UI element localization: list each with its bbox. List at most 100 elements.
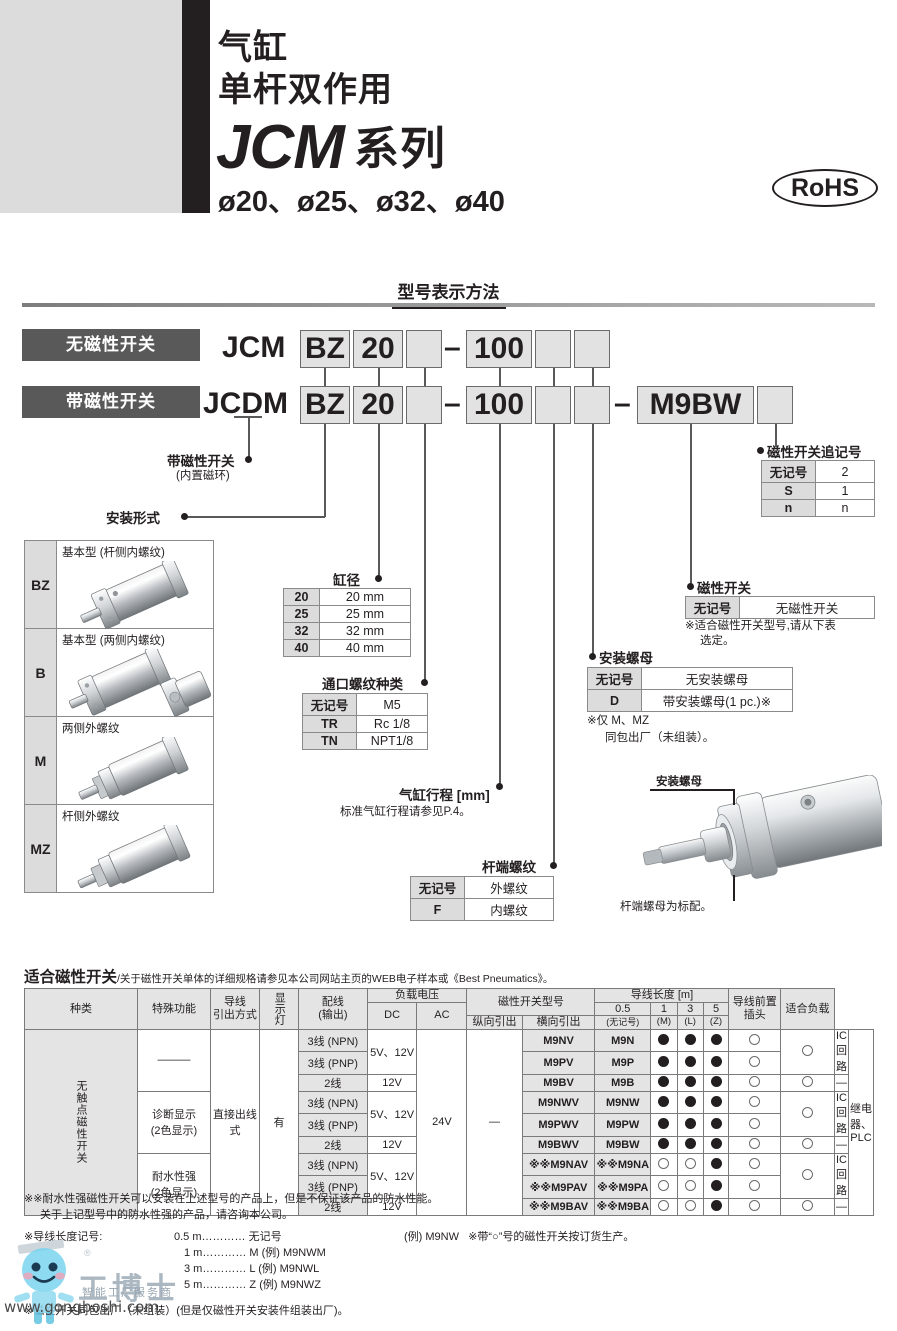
len-dots-1: ………… — [202, 1246, 247, 1259]
th-model: 磁性开关型号 — [466, 987, 596, 1017]
code-thread-row1 — [406, 330, 442, 368]
rodend-code-f: F — [410, 898, 465, 921]
cell-len-5 — [728, 1051, 781, 1075]
list-item: 0.5 m………… 无记号 — [174, 1230, 404, 1246]
watermark-logo: ® — [8, 1239, 308, 1326]
watermark-text: 工博士 — [78, 1273, 180, 1306]
open-circle-icon — [801, 1137, 813, 1149]
open-circle-icon — [658, 1180, 670, 1192]
cell-len-1 — [676, 1090, 704, 1115]
cell-model-horizontal: M9B — [594, 1073, 652, 1092]
cell-len-5 — [728, 1152, 781, 1177]
len-code-2: L — [249, 1262, 256, 1275]
lead-length-list: 0.5 m………… 无记号 1 m………… M (例) M9NWM 3 m………… — [174, 1230, 404, 1294]
cell-len-3 — [702, 1197, 730, 1216]
cell-model-vertical: M9NV — [521, 1028, 596, 1053]
cell-applicable-load: 继电 器、 PLC — [848, 1028, 874, 1216]
nut-photo-illustration — [642, 774, 890, 879]
filled-circle-icon — [658, 1137, 670, 1149]
leader-rodend-v — [553, 424, 555, 865]
filled-circle-icon — [710, 1180, 722, 1192]
th-preconnector: 导线前置 插头 — [728, 988, 781, 1030]
code-bore-row2: 20 — [353, 386, 403, 424]
mount-name-m: 两侧外螺纹 — [62, 723, 120, 735]
open-circle-icon — [749, 1033, 761, 1045]
filled-circle-icon — [658, 1095, 670, 1107]
open-circle-icon — [684, 1180, 696, 1192]
cell-len-3 — [702, 1113, 730, 1137]
watermark-url: www.gongboshi.com — [4, 1298, 159, 1316]
port-code-tr: TR — [302, 715, 357, 733]
connector-thread — [424, 368, 426, 386]
len-dots-2: ………… — [202, 1262, 247, 1275]
note-order-made-wrap: (例) M9NW ※带“○”号的磁性开关按订货生产。 — [404, 1230, 634, 1294]
th-special: 特殊功能 — [137, 988, 211, 1030]
photo-leader-v1 — [733, 789, 735, 805]
cell-dc-voltage: 5V、12V — [366, 1090, 418, 1137]
header-grey-block — [0, 0, 205, 213]
th-vertical-lead: 纵向引出 — [466, 1015, 523, 1030]
leader-dot-mount — [181, 513, 188, 520]
bore-value-32: 32 mm — [319, 622, 411, 640]
cell-len-05 — [650, 1028, 678, 1053]
open-circle-icon — [801, 1106, 813, 1118]
code-bore-row1: 20 — [353, 330, 403, 368]
callout-auto-switch: 磁性开关 — [697, 581, 751, 596]
cell-ic-circuit: — — [834, 1197, 849, 1216]
open-circle-icon — [749, 1075, 761, 1087]
note-order-made: ※带“○”号的磁性开关按订货生产。 — [468, 1230, 635, 1243]
open-circle-icon — [658, 1157, 670, 1169]
len-m-0: 0.5 m — [174, 1230, 202, 1243]
th-wiring: 配线 (输出) — [297, 988, 368, 1030]
th-load-voltage: 负载电压 — [366, 988, 468, 1003]
cell-ic-circuit: IC回路 — [834, 1028, 849, 1075]
cell-wiring: 3线 (NPN) — [297, 1152, 368, 1177]
model-prefix-nomag: JCM — [222, 331, 286, 364]
callout-mounting: 安装形式 — [106, 511, 160, 526]
callout-auto-switch-note2: 选定。 — [700, 635, 735, 647]
filled-circle-icon — [684, 1118, 696, 1130]
leader-port-thread-v — [424, 424, 426, 682]
callout-mount-nut-note2: 同包出厂（未组装）。 — [605, 732, 715, 744]
series-code: JCM — [216, 113, 345, 182]
cell-special-1: 诊断显示 (2色显示) — [137, 1090, 211, 1154]
sqty-value-s: 1 — [815, 482, 875, 500]
open-circle-icon — [801, 1168, 813, 1180]
cell-wiring: 2线 — [297, 1135, 368, 1154]
open-circle-icon — [749, 1157, 761, 1169]
cell-len-05 — [650, 1051, 678, 1075]
open-circle-icon — [801, 1075, 813, 1087]
note-lead-length-label: ※导线长度记号: — [24, 1230, 103, 1243]
mount-code-mz: MZ — [24, 804, 57, 893]
cell-model-vertical: ※※M9NAV — [521, 1152, 596, 1177]
cell-len-5 — [728, 1113, 781, 1137]
table-row: 无记号无安装螺母 — [587, 667, 793, 690]
cell-len-05 — [650, 1175, 678, 1199]
cell-len-05 — [650, 1113, 678, 1137]
callout-port-thread: 通口螺纹种类 — [322, 677, 403, 692]
cell-wiring: 3线 (PNP) — [297, 1175, 368, 1199]
mount-name-mz: 杆侧外螺纹 — [62, 811, 120, 823]
callout-stroke: 气缸行程 [mm] — [399, 788, 490, 803]
filled-circle-icon — [710, 1118, 722, 1130]
code-nut-row2 — [574, 386, 610, 424]
switch-section-heading: 适合磁性开关/关于磁性开关单体的详细规格请参见本公司网站主页的WEB电子样本或《… — [24, 965, 553, 987]
cell-model-vertical: M9BWV — [521, 1135, 596, 1154]
section-title: 型号表示方法 — [22, 278, 875, 309]
dash-1-row1: – — [444, 331, 461, 364]
cell-preconnector — [779, 1152, 836, 1199]
open-circle-icon — [749, 1137, 761, 1149]
len-m-1: 1 m — [184, 1246, 203, 1259]
filled-circle-icon — [658, 1056, 670, 1068]
cell-len-1 — [676, 1113, 704, 1137]
